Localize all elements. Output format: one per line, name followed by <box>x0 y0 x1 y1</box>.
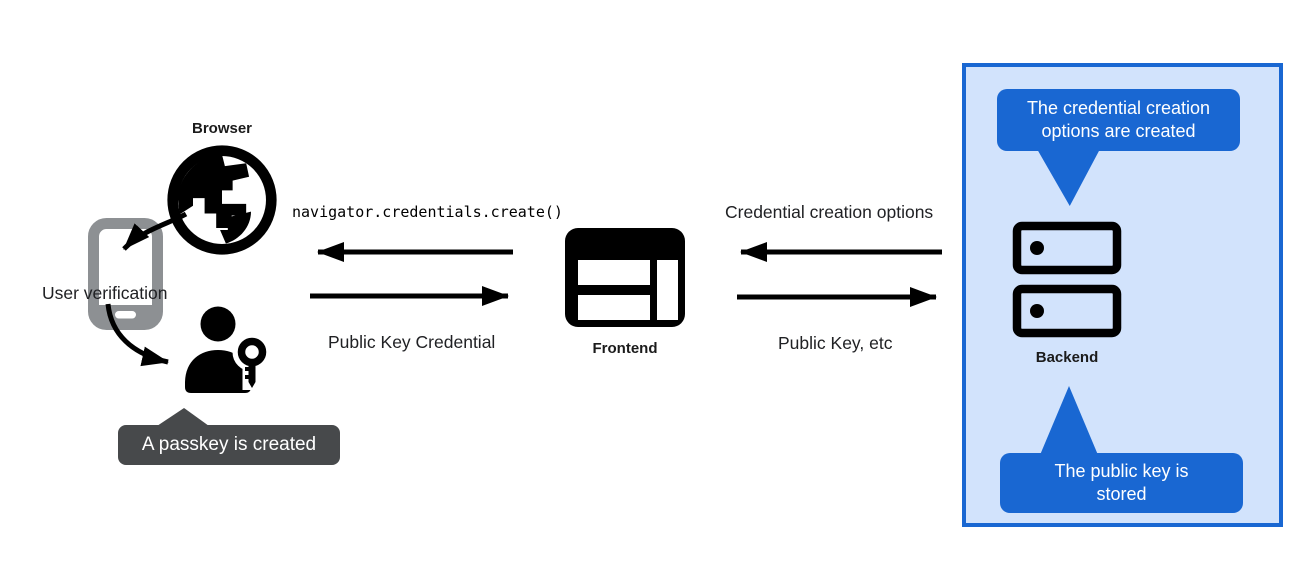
user-verification-label: User verification <box>42 283 168 303</box>
frontend-label: Frontend <box>592 340 658 357</box>
person-key-icon <box>185 306 272 393</box>
backend-label: Backend <box>1035 349 1099 366</box>
public-key-stored-callout: The public key is stored <box>1000 453 1243 513</box>
server-stack-icon <box>1012 221 1122 338</box>
public-key-credential-label: Public Key Credential <box>328 332 496 352</box>
browser-label: Browser <box>191 120 253 137</box>
public-key-stored-callout-text: The public key is stored <box>1054 460 1189 504</box>
passkey-callout-text: A passkey is created <box>141 433 317 455</box>
passkey-callout-tail <box>157 408 209 426</box>
public-key-etc-label: Public Key, etc <box>778 333 893 353</box>
credential-creation-options-label: Credential creation options <box>725 202 934 222</box>
create-call-code: navigator.credentials.create() <box>292 203 563 221</box>
credential-options-callout-text: The credential creation options are crea… <box>1026 97 1211 141</box>
passkey-callout: A passkey is created <box>118 425 340 465</box>
smartphone-icon <box>88 218 163 330</box>
credential-options-callout: The credential creation options are crea… <box>997 89 1240 151</box>
browser-window-icon <box>565 228 685 327</box>
globe-icon <box>167 145 277 255</box>
